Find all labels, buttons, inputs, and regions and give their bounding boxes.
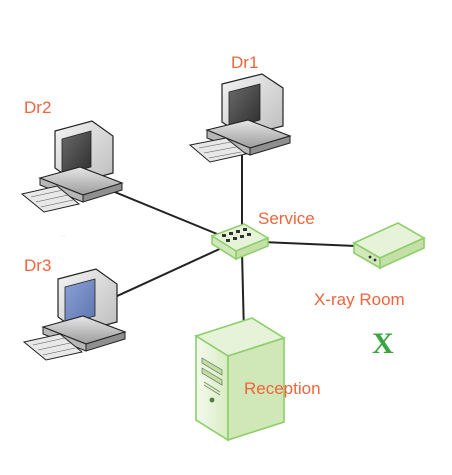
reception-server[interactable]: Reception <box>194 317 321 442</box>
desktop-computer-icon <box>20 120 124 213</box>
xray-room-device[interactable]: X-ray Room X <box>314 222 426 360</box>
dr3-label: Dr3 <box>24 256 51 275</box>
server-tower-icon <box>194 317 286 442</box>
service-label: Service <box>258 209 315 228</box>
dr2-label: Dr2 <box>24 98 51 117</box>
desktop-computer-icon <box>188 73 292 163</box>
link-dr3-service <box>114 245 227 298</box>
desktop-computer-icon <box>22 268 127 361</box>
xray-room-label: X-ray Room <box>314 290 405 309</box>
xray-status-mark: X <box>372 327 394 360</box>
watermark: ~ <box>60 231 66 243</box>
network-switch-icon <box>210 223 270 261</box>
dr1-label: Dr1 <box>231 53 258 72</box>
link-dr2-service <box>99 185 223 237</box>
dr2-computer[interactable]: Dr2 <box>20 98 124 213</box>
network-device-icon <box>352 222 426 270</box>
link-xray-service <box>261 241 357 247</box>
dr1-computer[interactable]: Dr1 <box>188 53 292 163</box>
reception-label: Reception <box>244 379 321 398</box>
service-switch[interactable]: Service <box>210 209 315 261</box>
dr3-computer[interactable]: Dr3 <box>22 256 127 361</box>
